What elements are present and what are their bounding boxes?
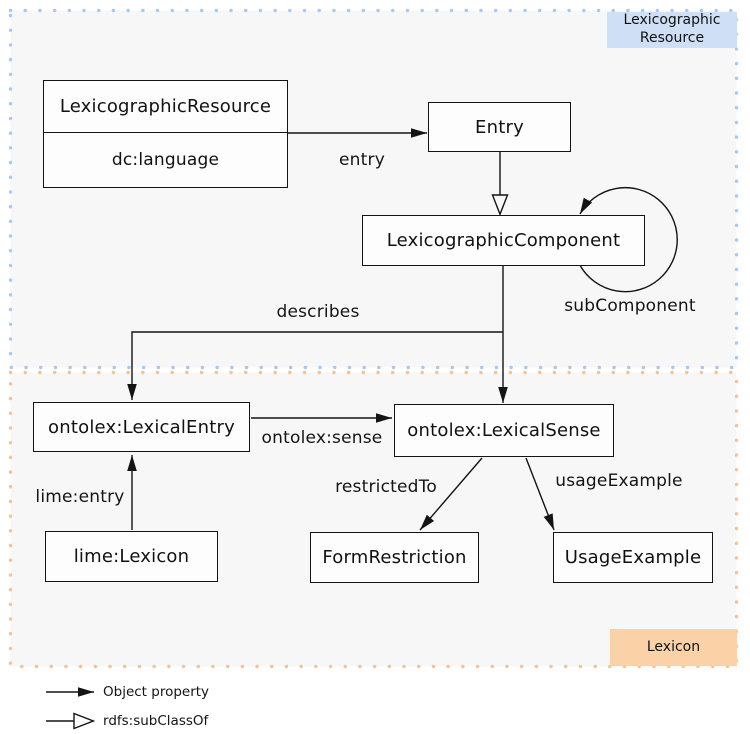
- legend-item-label-subclassof: rdfs:subClassOf: [103, 713, 209, 729]
- edge-label-subcomponent: subComponent: [564, 296, 696, 316]
- edge-usageexample: [525, 457, 555, 531]
- edge-label-describes: describes: [276, 302, 360, 322]
- node-lexicographicresource: LexicographicResource dc:language: [43, 80, 288, 188]
- badge-lexicographic-resource: Lexicographic Resource: [607, 12, 737, 48]
- edge-label-restrictedto: restrictedTo: [335, 477, 437, 497]
- edge-describes: [127, 331, 503, 400]
- edge-subcomponent-loop: [579, 186, 678, 293]
- node-ontolex-lexicalsense: ontolex:LexicalSense: [394, 404, 614, 457]
- badge-lexicon: Lexicon: [610, 629, 737, 666]
- edge-label-entry: entry: [339, 150, 385, 170]
- node-lexicographicresource-title: LexicographicResource: [44, 81, 287, 133]
- legend-item-label-object-property: Object property: [103, 684, 210, 700]
- node-formrestriction: FormRestriction: [310, 532, 479, 583]
- edge-restrictedto: [419, 457, 483, 531]
- node-entry: Entry: [428, 102, 571, 152]
- node-ontolex-lexicalentry: ontolex:LexicalEntry: [33, 402, 250, 452]
- edge-label-ontolex-sense: ontolex:sense: [261, 428, 383, 448]
- node-lexicographiccomponent: LexicographicComponent: [362, 215, 645, 266]
- edge-label-lime-entry: lime:entry: [35, 487, 125, 507]
- badge-lexicographic-resource-line2: Resource: [639, 30, 705, 46]
- edge-label-usageexample: usageExample: [555, 471, 683, 491]
- badge-lexicographic-resource-line1: Lexicographic: [623, 12, 721, 29]
- node-usageexample: UsageExample: [553, 532, 713, 583]
- node-lime-lexicon: lime:Lexicon: [45, 531, 218, 582]
- node-lexicographicresource-attribute: dc:language: [111, 150, 220, 170]
